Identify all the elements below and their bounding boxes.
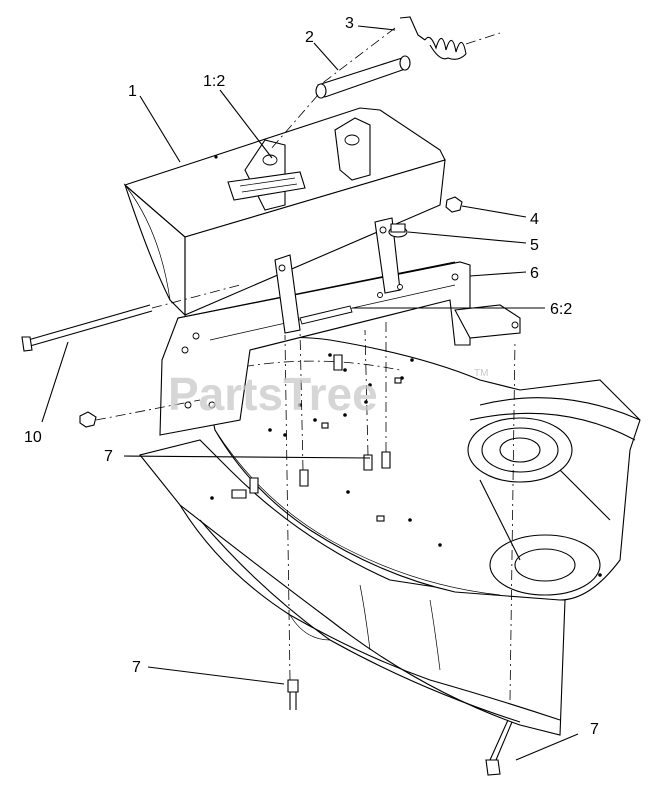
callout-2: 2 (305, 29, 314, 46)
callout-7-lower-right: 7 (590, 721, 599, 738)
callout-7-upper: 7 (104, 448, 113, 465)
watermark-tm: TM (474, 368, 488, 379)
callout-1-2: 1:2 (203, 73, 225, 90)
callout-4: 4 (530, 211, 539, 228)
nut-left (79, 399, 201, 428)
watermark: PartsTree (168, 368, 378, 420)
long-bolt (21, 284, 241, 352)
hex-nut (445, 196, 463, 213)
callouts: 1 1:2 2 3 4 5 6 6:2 7 7 7 10 (24, 15, 599, 738)
callout-10: 10 (24, 429, 42, 446)
deck-holes (210, 353, 602, 577)
callout-3: 3 (345, 15, 354, 32)
spindle-opening-lower (489, 534, 601, 596)
bolts (231, 320, 516, 776)
deflector-chute (123, 107, 446, 317)
spindle-opening-upper (467, 417, 573, 483)
leader-lines (41, 25, 579, 761)
flange-nut (388, 223, 408, 238)
callout-7-lower-left: 7 (132, 659, 141, 676)
callout-6-2: 6:2 (550, 301, 572, 318)
callout-5: 5 (530, 237, 539, 254)
callout-6: 6 (530, 265, 539, 282)
torsion-spring (319, 16, 501, 86)
callout-1: 1 (128, 83, 137, 100)
mower-deck (139, 336, 641, 736)
hinge-rod (269, 55, 411, 151)
